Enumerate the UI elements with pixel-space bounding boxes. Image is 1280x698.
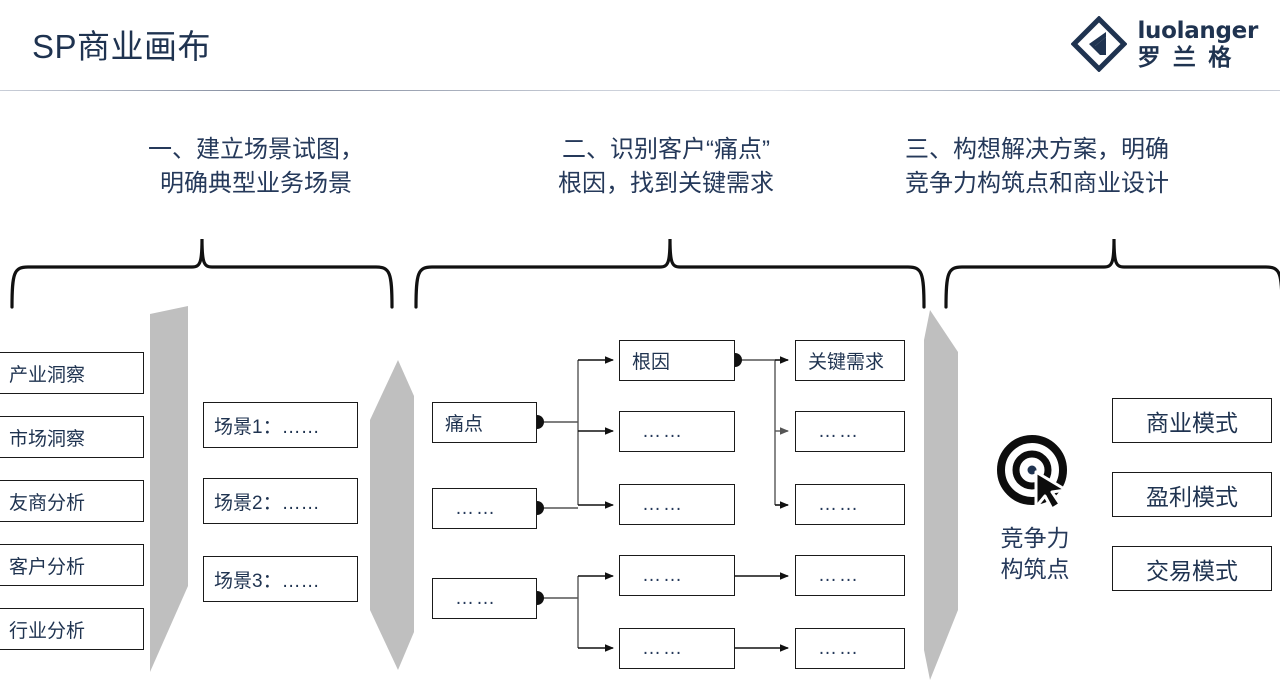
connector-pain-2: [530, 501, 578, 515]
scene-box-1[interactable]: 场景1：……: [203, 402, 358, 448]
section-heading-one: 一、建立场景试图， 明确典型业务场景: [96, 133, 416, 201]
section-heading-two-line2: 根因，找到关键需求: [558, 170, 774, 197]
model-box-1[interactable]: 商业模式: [1112, 398, 1272, 443]
root-cause-box-1[interactable]: 根因: [619, 340, 735, 381]
insight-box-5[interactable]: 行业分析: [0, 608, 144, 650]
insight-box-2[interactable]: 市场洞察: [0, 416, 144, 458]
key-need-box-4[interactable]: ……: [795, 555, 905, 596]
brace-section-one: [10, 238, 394, 309]
target-cursor-icon: [997, 435, 1068, 511]
key-need-box-5[interactable]: ……: [795, 628, 905, 669]
page-title: SP商业画布: [32, 28, 212, 65]
connector-root-1: [728, 353, 789, 509]
scene-box-3[interactable]: 场景3：……: [203, 556, 358, 602]
section-heading-one-line1: 一、建立场景试图，: [148, 136, 364, 163]
scene-box-2[interactable]: 场景2：……: [203, 478, 358, 524]
competitiveness-caption-line2: 构筑点: [1000, 556, 1070, 582]
section-heading-three: 三、构想解决方案，明确 竞争力构筑点和商业设计: [905, 133, 1280, 201]
model-box-3[interactable]: 交易模式: [1112, 546, 1272, 591]
connector-pain-1: [530, 356, 614, 509]
insight-box-3[interactable]: 友商分析: [0, 480, 144, 522]
pain-box-2[interactable]: ……: [432, 488, 537, 529]
header-divider: [0, 90, 1280, 91]
chevron-divider-two: [370, 360, 414, 670]
chevron-divider-one: [150, 306, 188, 672]
brace-section-three: [944, 238, 1280, 309]
key-need-box-3[interactable]: ……: [795, 484, 905, 525]
brand-name-cn: 罗 兰 格: [1137, 43, 1235, 70]
brand-logo: luolanger 罗 兰 格: [1071, 14, 1258, 74]
root-cause-box-2[interactable]: ……: [619, 411, 735, 452]
section-heading-three-line2: 竞争力构筑点和商业设计: [905, 170, 1169, 197]
chevron-divider-three: [924, 310, 958, 680]
section-heading-two-line1: 二、识别客户“痛点”: [562, 136, 770, 163]
section-heading-two: 二、识别客户“痛点” 根因，找到关键需求: [496, 133, 836, 201]
insight-box-1[interactable]: 产业洞察: [0, 352, 144, 394]
brace-section-two: [414, 238, 926, 309]
root-cause-box-4[interactable]: ……: [619, 555, 735, 596]
competitiveness-caption: 竞争力 构筑点: [975, 523, 1095, 585]
root-cause-box-3[interactable]: ……: [619, 484, 735, 525]
competitiveness-block: 竞争力 构筑点: [975, 432, 1095, 585]
pain-box-3[interactable]: ……: [432, 578, 537, 619]
brand-logo-text: luolanger 罗 兰 格: [1137, 17, 1258, 70]
root-cause-box-5[interactable]: ……: [619, 628, 735, 669]
model-box-2[interactable]: 盈利模式: [1112, 472, 1272, 517]
insight-box-4[interactable]: 客户分析: [0, 544, 144, 586]
brand-name-en: luolanger: [1137, 17, 1258, 44]
diamond-logo-icon: [1071, 16, 1128, 72]
competitiveness-caption-line1: 竞争力: [1000, 525, 1070, 551]
pain-box-1[interactable]: 痛点: [432, 402, 537, 443]
section-heading-three-line1: 三、构想解决方案，明确: [905, 136, 1169, 163]
key-need-box-1[interactable]: 关键需求: [795, 340, 905, 381]
connector-pain-3: [530, 572, 614, 652]
section-heading-one-line2: 明确典型业务场景: [160, 170, 352, 197]
key-need-box-2[interactable]: ……: [795, 411, 905, 452]
